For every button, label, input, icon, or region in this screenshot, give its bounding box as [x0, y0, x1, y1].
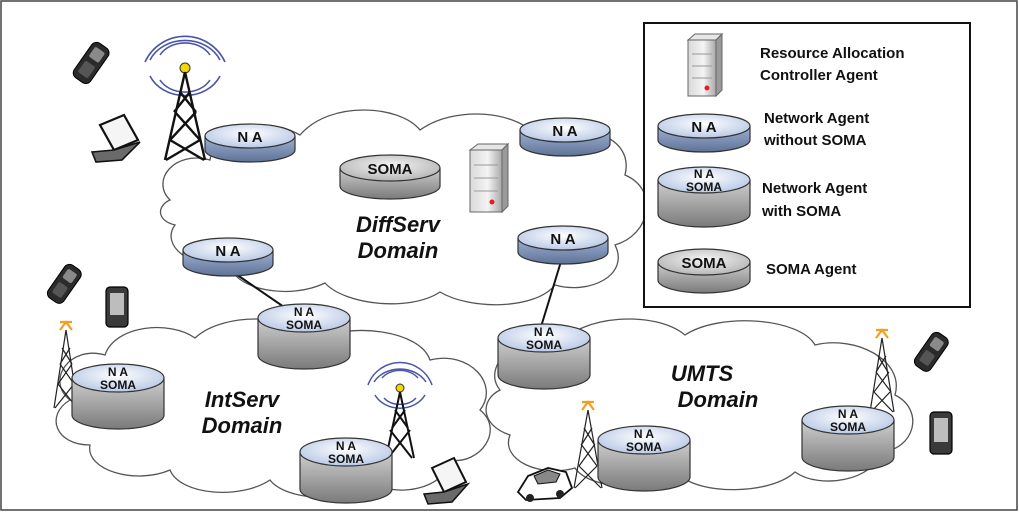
soma-agent-node: SOMA — [339, 154, 441, 200]
legend-item-controller: Resource Allocation Controller Agent — [686, 32, 904, 98]
legend: Resource Allocation Controller Agent N A… — [643, 22, 971, 308]
network-agent-soma-node: N A SOMA — [299, 437, 393, 504]
svg-text:SOMA: SOMA — [286, 318, 322, 332]
server-icon — [686, 32, 724, 98]
resource-allocation-controller-icon — [468, 142, 510, 214]
network-agent-node: N A — [204, 123, 296, 163]
svg-text:Resource Allocation: Resource Allocation — [760, 45, 904, 62]
antenna-tower-icon — [869, 328, 895, 413]
legend-item-soma-agent: SOMA SOMA Agent — [657, 248, 857, 294]
network-agent-soma-node: N A SOMA — [801, 405, 895, 472]
network-agent-soma-node: N A SOMA — [497, 323, 591, 390]
mobile-phone-icon — [913, 331, 949, 372]
link-na-umts — [539, 254, 564, 331]
pda-icon — [105, 286, 129, 328]
network-agent-soma-node: N A SOMA — [71, 363, 165, 430]
svg-text:SOMA: SOMA — [526, 338, 562, 352]
svg-text:DiffServ: DiffServ — [356, 212, 442, 237]
pda-icon — [929, 411, 953, 455]
mobile-phone-icon — [72, 41, 110, 85]
radio-waves-icon — [144, 35, 226, 97]
svg-text:SOMA: SOMA — [100, 378, 136, 392]
svg-text:N A: N A — [215, 243, 240, 260]
svg-text:without SOMA: without SOMA — [763, 132, 867, 149]
laptop-icon — [90, 113, 141, 163]
svg-text:SOMA: SOMA — [682, 255, 727, 272]
svg-text:SOMA: SOMA — [686, 180, 722, 194]
svg-text:Domain: Domain — [358, 238, 439, 263]
svg-text:Domain: Domain — [678, 387, 759, 412]
svg-text:UMTS: UMTS — [671, 361, 734, 386]
svg-text:IntServ: IntServ — [205, 387, 281, 412]
svg-text:N A: N A — [550, 231, 575, 248]
diffserv-domain-label: DiffServ Domain — [356, 212, 442, 263]
svg-text:N A: N A — [534, 325, 555, 339]
car-icon — [516, 467, 574, 502]
intserv-domain-label: IntServ Domain — [202, 387, 283, 438]
network-agent-soma-icon: N A SOMA — [657, 166, 751, 228]
svg-text:SOMA: SOMA — [830, 420, 866, 434]
network-agent-node: N A — [182, 237, 274, 277]
network-agent-soma-node: N A SOMA — [257, 303, 351, 370]
svg-text:Controller Agent: Controller Agent — [760, 67, 878, 84]
legend-item-network-agent-soma: N A SOMA Network Agent with SOMA — [657, 166, 867, 228]
soma-agent-icon: SOMA — [657, 248, 751, 294]
radio-tower-icon — [144, 35, 226, 162]
svg-text:SOMA Agent: SOMA Agent — [766, 261, 857, 278]
svg-text:with SOMA: with SOMA — [761, 203, 841, 220]
laptop-icon — [422, 456, 471, 505]
radio-waves-icon — [367, 361, 433, 409]
svg-text:N A: N A — [552, 123, 577, 140]
network-agent-node: N A — [519, 117, 611, 157]
legend-item-network-agent: N A Network Agent without SOMA — [657, 110, 869, 153]
umts-domain-label: UMTS Domain — [671, 361, 759, 412]
svg-text:N A: N A — [838, 407, 859, 421]
network-agent-soma-node: N A SOMA — [597, 425, 691, 492]
mobile-phone-icon — [46, 263, 82, 304]
svg-text:N A: N A — [294, 305, 315, 319]
svg-text:N A: N A — [336, 439, 357, 453]
svg-text:Domain: Domain — [202, 413, 283, 438]
svg-text:Network Agent: Network Agent — [762, 180, 867, 197]
svg-text:N A: N A — [691, 119, 716, 136]
svg-text:N A: N A — [108, 365, 129, 379]
svg-text:SOMA: SOMA — [328, 452, 364, 466]
network-agent-node: N A — [517, 225, 609, 265]
network-agent-icon: N A — [657, 113, 751, 153]
svg-text:N A: N A — [634, 427, 655, 441]
svg-text:N A: N A — [694, 167, 715, 181]
svg-text:N A: N A — [237, 129, 262, 146]
svg-text:SOMA: SOMA — [626, 440, 662, 454]
svg-text:Network Agent: Network Agent — [764, 110, 869, 127]
svg-text:SOMA: SOMA — [368, 161, 413, 178]
